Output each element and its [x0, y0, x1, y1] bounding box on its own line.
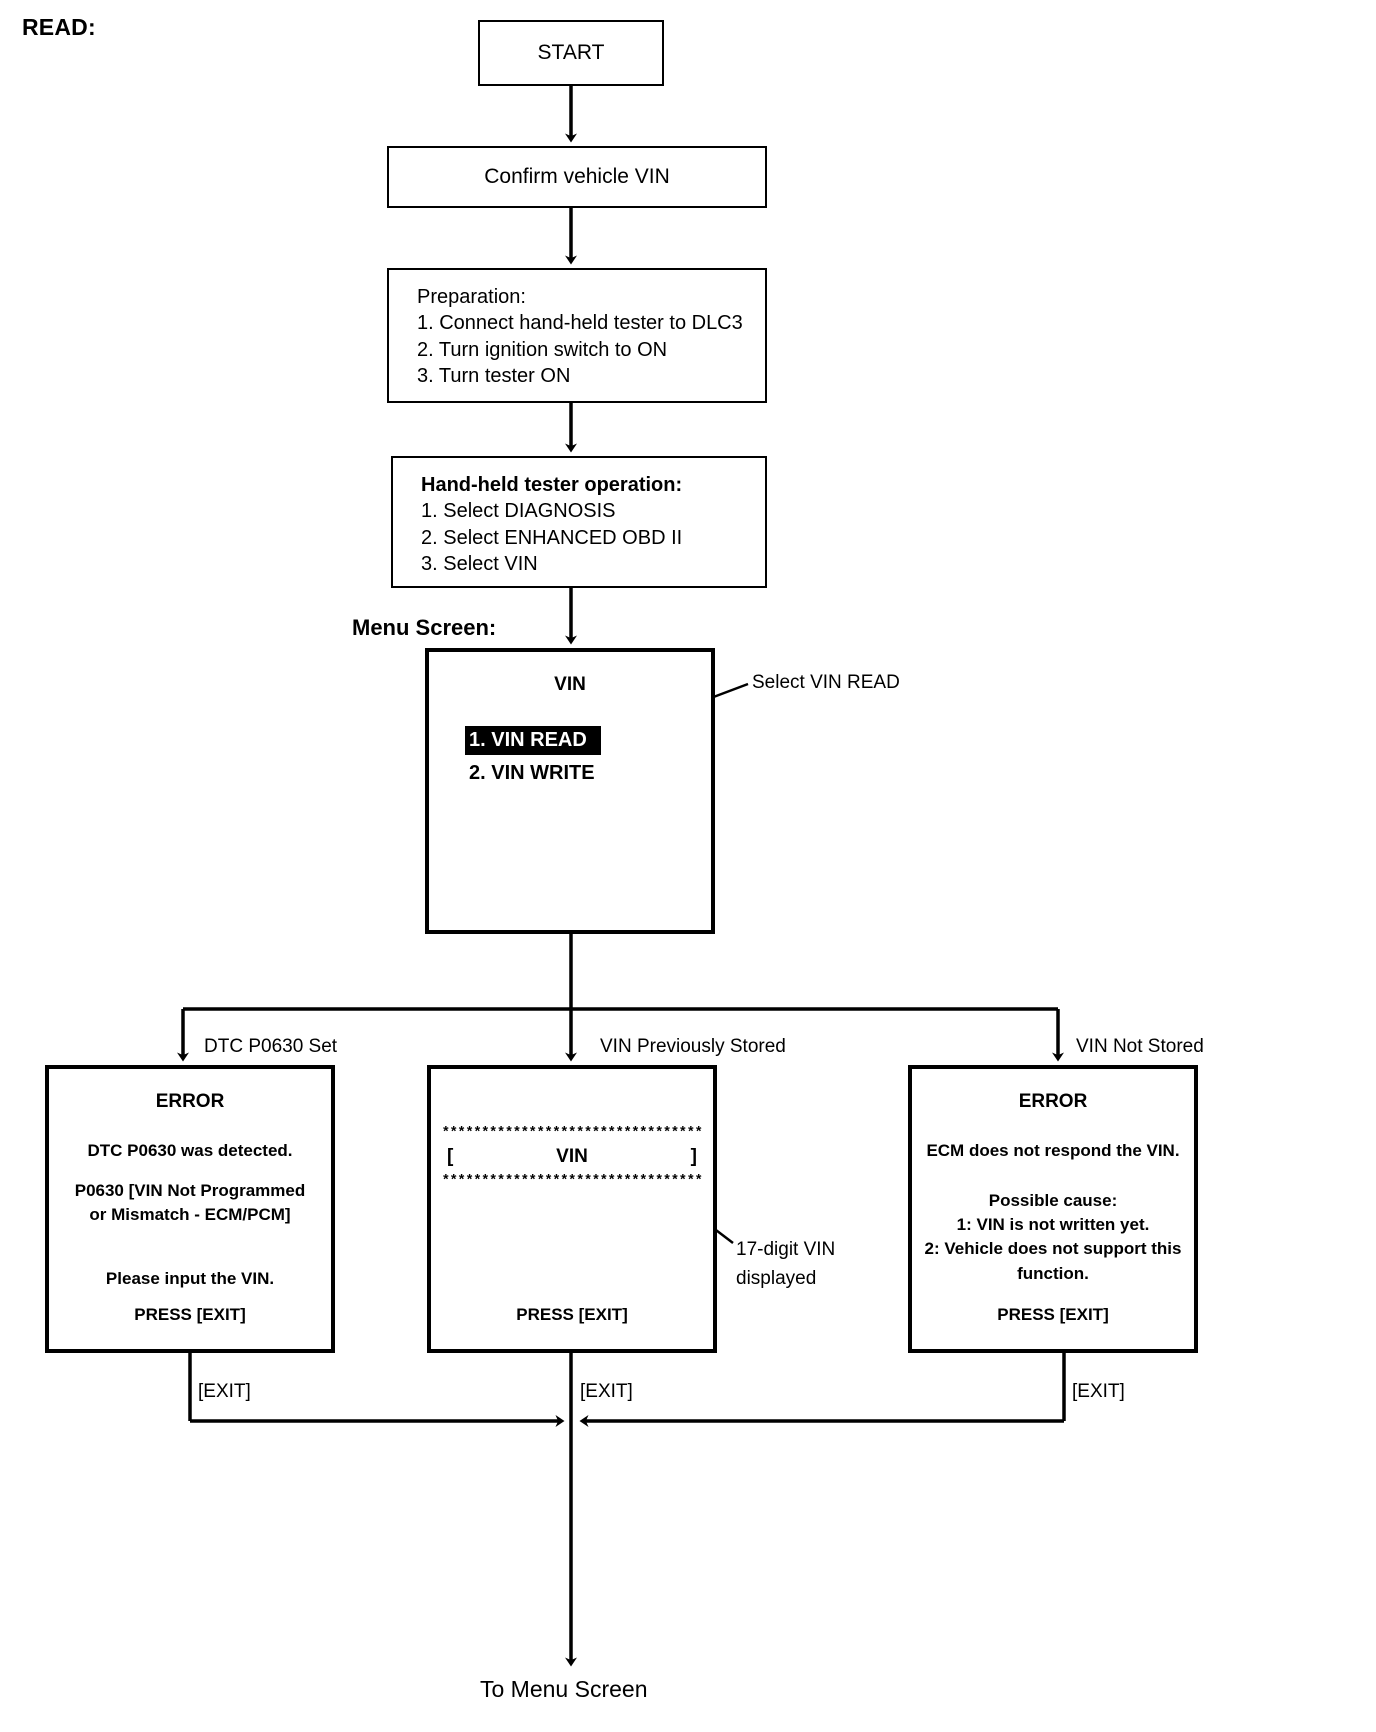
error-dtc-line-4: Please input the VIN.	[105, 1269, 275, 1289]
error-no-response-cause-2: 2: Vehicle does not support this	[924, 1239, 1182, 1259]
error-no-response-screen: ERROR ECM does not respond the VIN. Poss…	[908, 1065, 1198, 1353]
tester-operation-node: Hand-held tester operation: 1. Select DI…	[391, 456, 767, 588]
start-label: START	[537, 41, 605, 64]
error-no-response-title: ERROR	[1018, 1091, 1088, 1112]
error-dtc-line-2: P0630 [VIN Not Programmed	[74, 1181, 306, 1201]
error-dtc-screen: ERROR DTC P0630 was detected. P0630 [VIN…	[45, 1065, 335, 1353]
preparation-step-2: 2. Turn ignition switch to ON	[417, 338, 668, 361]
error-no-response-cause-3: function.	[1017, 1263, 1089, 1283]
callout-17-digit-line-2: displayed	[736, 1267, 817, 1289]
vin-stored-screen: ********************************* [ VIN …	[427, 1065, 717, 1353]
branch-label-vin-not-stored: VIN Not Stored	[1076, 1036, 1204, 1057]
menu-screen-title: VIN	[554, 674, 586, 695]
confirm-vin-label: Confirm vehicle VIN	[484, 165, 670, 188]
tester-menu-screen: VIN 1. VIN READ 2. VIN WRITE	[425, 648, 715, 934]
preparation-node: Preparation: 1. Connect hand-held tester…	[387, 268, 767, 403]
menu-item-list: 1. VIN READ 2. VIN WRITE	[429, 726, 711, 792]
error-dtc-press-exit: PRESS [EXIT]	[134, 1305, 246, 1324]
error-dtc-line-3: or Mismatch - ECM/PCM]	[89, 1205, 291, 1225]
error-no-response-press-exit: PRESS [EXIT]	[997, 1305, 1109, 1324]
vin-display-row: [ VIN ]	[431, 1146, 713, 1168]
tester-operation-step-2: 2. Select ENHANCED OBD II	[421, 526, 683, 549]
menu-item-vin-write[interactable]: 2. VIN WRITE	[469, 762, 595, 784]
start-node: START	[478, 20, 664, 86]
page-title: READ:	[22, 14, 96, 40]
preparation-step-3: 3. Turn tester ON	[417, 365, 571, 388]
exit-label-left: [EXIT]	[198, 1381, 251, 1402]
tester-operation-step-1: 1. Select DIAGNOSIS	[421, 500, 616, 523]
vin-value-label: VIN	[556, 1146, 588, 1167]
error-no-response-line-1: ECM does not respond the VIN.	[926, 1141, 1180, 1160]
exit-label-middle: [EXIT]	[580, 1381, 633, 1402]
vin-bracket-close: ]	[690, 1146, 697, 1167]
error-no-response-cause-1: 1: VIN is not written yet.	[956, 1215, 1150, 1235]
branch-label-vin-stored: VIN Previously Stored	[600, 1036, 786, 1057]
confirm-vin-node: Confirm vehicle VIN	[387, 146, 767, 208]
vin-bracket-open: [	[447, 1146, 454, 1167]
menu-item-vin-read[interactable]: 1. VIN READ	[465, 726, 601, 755]
error-no-response-cause-title: Possible cause:	[988, 1191, 1118, 1211]
footer-to-menu-screen: To Menu Screen	[480, 1676, 648, 1702]
callout-17-digit-line-1: 17-digit VIN	[736, 1239, 836, 1260]
tester-operation-title: Hand-held tester operation:	[421, 474, 683, 496]
error-dtc-line-1: DTC P0630 was detected.	[87, 1141, 293, 1160]
vin-stored-press-exit: PRESS [EXIT]	[516, 1305, 628, 1324]
menu-screen-label: Menu Screen:	[352, 615, 497, 640]
callout-select-vin-read: Select VIN READ	[752, 672, 900, 693]
callout-17-digit-vin: 17-digit VIN displayed	[736, 1236, 896, 1293]
vin-stars-top: *********************************	[441, 1125, 703, 1141]
vin-stars-bottom: *********************************	[441, 1173, 703, 1189]
preparation-step-1: 1. Connect hand-held tester to DLC3	[417, 312, 743, 335]
tester-operation-step-3: 3. Select VIN	[421, 553, 538, 576]
exit-label-right: [EXIT]	[1072, 1381, 1125, 1402]
error-dtc-title: ERROR	[155, 1091, 225, 1112]
branch-label-dtc-set: DTC P0630 Set	[204, 1036, 338, 1057]
preparation-title: Preparation:	[417, 286, 526, 308]
